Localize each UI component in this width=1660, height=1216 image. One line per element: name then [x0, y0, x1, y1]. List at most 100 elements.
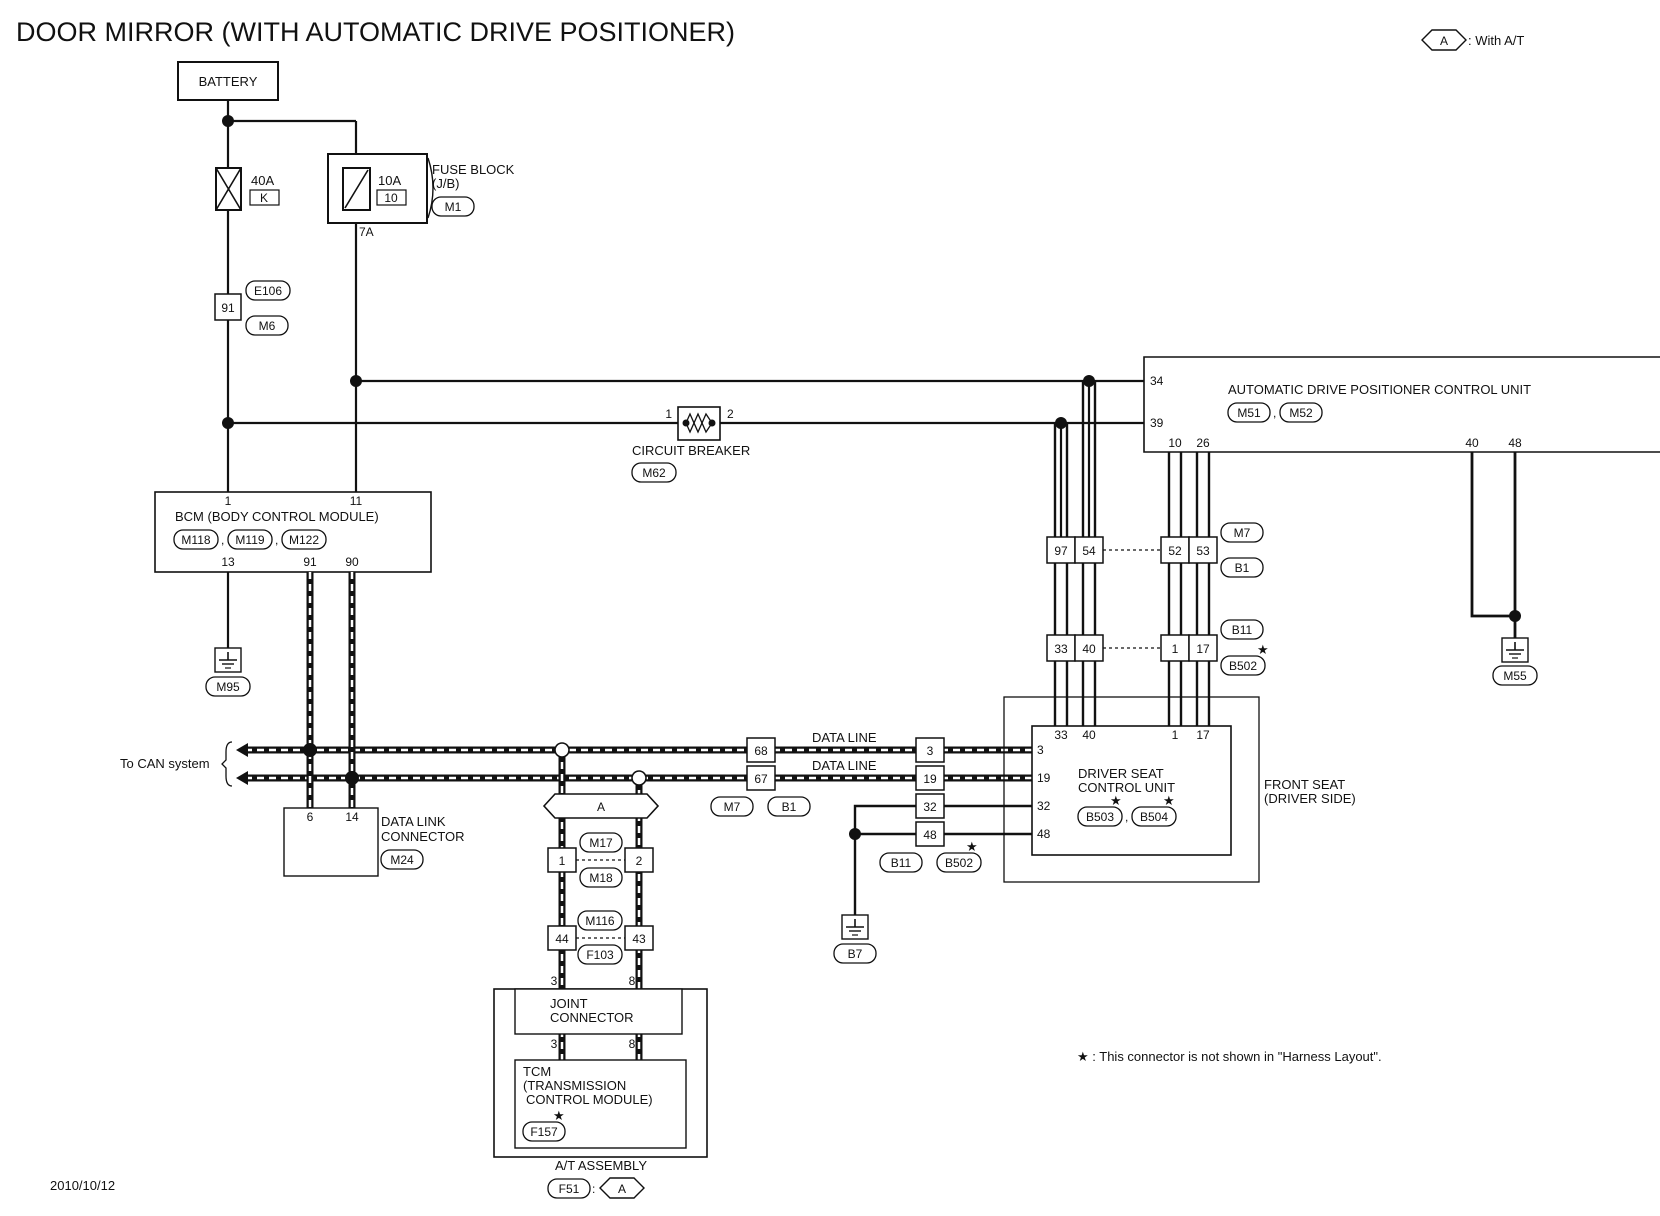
ground-m55-label: M55: [1503, 669, 1527, 683]
at-assembly-hex: [599, 1177, 645, 1199]
splice-open: [554, 742, 570, 758]
adp-conn1: M51: [1237, 406, 1261, 420]
svg-text:★: ★: [1257, 642, 1269, 657]
e106-pin-number: 91: [221, 301, 235, 315]
seat-left-pin-48: 48: [1037, 827, 1051, 841]
joint-pin-a: 3: [551, 974, 558, 988]
bcm-pin-91: 91: [303, 555, 317, 569]
at-branch-hex: [542, 793, 660, 819]
svg-text::: :: [592, 1182, 595, 1196]
adp-pin-48: 48: [1508, 436, 1522, 450]
breaker-label: CIRCUIT BREAKER: [632, 443, 750, 458]
conn-tag-b502-upper: [1220, 655, 1266, 676]
m116-conn2: F103: [586, 948, 614, 962]
fuse-block-label-2: (J/B): [432, 176, 459, 191]
seat-unit-name-2: CONTROL UNIT: [1078, 780, 1175, 795]
connector-e106-pin: [214, 293, 242, 321]
adp-conn2: M52: [1289, 406, 1313, 420]
jc-b11-conn1: B11: [1232, 623, 1253, 637]
fuse-block-label-1: FUSE BLOCK: [432, 162, 515, 177]
conn-tag-f157: [522, 1121, 566, 1142]
at-assembly-conn: F51: [559, 1182, 580, 1196]
svg-text:★: ★: [1163, 793, 1175, 808]
m17-pin-box: [547, 847, 577, 873]
front-seat-frame: [1003, 696, 1260, 883]
seat-left-pin-19: 19: [1037, 771, 1051, 785]
conn-tag-m52: [1279, 402, 1323, 423]
seat-top-pin-33: 33: [1054, 728, 1068, 742]
jc-m7-pin-53: 53: [1196, 544, 1210, 558]
splice: [222, 417, 234, 429]
connector-note: ★ : This connector is not shown in "Harn…: [1077, 1049, 1382, 1064]
joint-pin-b2: 8: [629, 1037, 636, 1051]
driver-seat-control-unit-box: [1031, 725, 1232, 856]
jc-b11-pin-1: 1: [1172, 642, 1179, 656]
breaker-pin2: 2: [727, 407, 734, 421]
joint-label-2: CONNECTOR: [550, 1010, 634, 1025]
conn-tag-m122: [281, 529, 327, 550]
bcm-conn2: M119: [235, 533, 264, 547]
jc-m7-conn1: M7: [1234, 526, 1251, 540]
adp-ground-wires: [1470, 452, 1517, 638]
breaker-conn: M62: [642, 466, 666, 480]
jc-m7-conn2: B1: [1235, 561, 1250, 575]
can-arrow-lower: [236, 771, 248, 785]
conn-tag-m116: [577, 910, 623, 931]
bcm-pin-13: 13: [221, 555, 235, 569]
conn-tag-m17: [579, 832, 623, 853]
conn-tag-m1: [431, 196, 475, 217]
adp-pin-40: 40: [1465, 436, 1479, 450]
seat-conn2: B504: [1140, 810, 1168, 824]
seat-left-pin-32: 32: [1037, 799, 1051, 813]
svg-text:,: ,: [1273, 406, 1276, 420]
adp-pin-10: 10: [1168, 436, 1182, 450]
connector-m7-b1: [1046, 536, 1218, 564]
seat-top-pin-40: 40: [1082, 728, 1096, 742]
splice: [222, 115, 234, 127]
conn-tag-b504: [1131, 806, 1177, 827]
m17-conn2: M18: [589, 871, 613, 885]
m17-pin2: 2: [636, 854, 643, 868]
diagram-title: DOOR MIRROR (WITH AUTOMATIC DRIVE POSITI…: [16, 17, 735, 47]
jc-m7-pin-52: 52: [1168, 544, 1182, 558]
front-seat-label-2: (DRIVER SIDE): [1264, 791, 1356, 806]
joint-pin-a2: 3: [551, 1037, 558, 1051]
bcm-conn3: M122: [289, 533, 319, 547]
conn-tag-b11-lower: [879, 852, 923, 873]
battery-label: BATTERY: [199, 74, 258, 89]
m116-pin1: 44: [555, 932, 569, 946]
legend-text: : With A/T: [1468, 33, 1524, 48]
ground-m95-label: M95: [216, 680, 240, 694]
svg-text:★: ★: [553, 1108, 565, 1123]
at-branch-code: A: [597, 800, 605, 814]
jc-b11-lower-pin-48: 48: [923, 828, 937, 842]
bcm-pin-90: 90: [345, 555, 359, 569]
jc-b11-lower-conn1: B11: [891, 856, 912, 870]
jc-b11-lower-pin-32: 32: [923, 800, 937, 814]
fuse-10a-terminal: 7A: [359, 225, 374, 239]
svg-text:,: ,: [275, 533, 278, 547]
conn-tag-m55: [1492, 665, 1538, 686]
ground-b7-label: B7: [848, 947, 863, 961]
m17-conn1: M17: [589, 836, 613, 850]
at-assembly-code: A: [618, 1182, 626, 1196]
fuse-40a-id: K: [260, 191, 268, 205]
conn-tag-b502-lower: [936, 852, 982, 873]
conn-tag-m7-upper: [1220, 522, 1264, 543]
jc-b11-pin-33: 33: [1054, 642, 1068, 656]
fuse-block-brace: [427, 157, 434, 219]
can-system-label: To CAN system: [120, 756, 210, 771]
conn-tag-f103: [577, 944, 623, 965]
data-conn-67: [746, 765, 776, 791]
dlc-label-1: DATA LINK: [381, 814, 446, 829]
conn-tag-m7-lower: [710, 796, 754, 817]
splice: [849, 828, 861, 840]
jc-b11-conn2: B502: [1229, 659, 1257, 673]
can-brace: [221, 741, 233, 787]
jc-b11-lower-conn2: B502: [945, 856, 973, 870]
bcm-pin-1: 1: [225, 494, 232, 508]
conn-tag-m118: [173, 529, 219, 550]
conn-tag-b503: [1077, 806, 1123, 827]
splice: [345, 771, 359, 785]
